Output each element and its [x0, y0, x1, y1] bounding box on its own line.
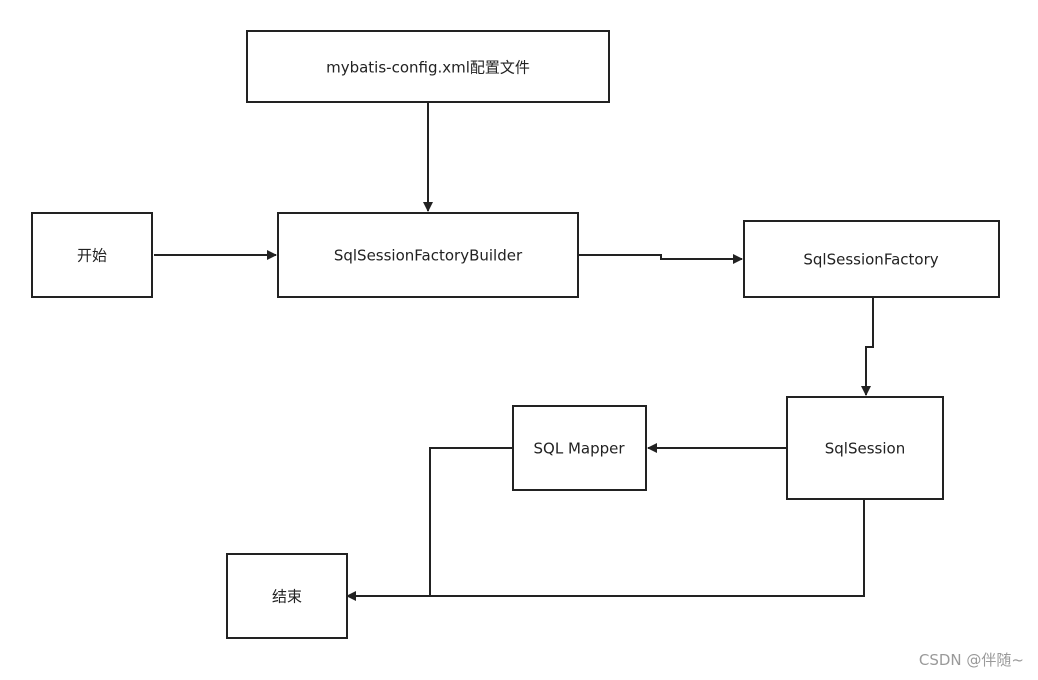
edge-builder-to-factory — [579, 254, 743, 264]
node-builder-box — [277, 212, 579, 298]
node-builder: SqlSessionFactoryBuilder — [277, 212, 579, 298]
node-start: 开始 — [31, 212, 153, 298]
edge-factory-to-session — [861, 297, 874, 396]
node-config: mybatis-config.xml配置文件 — [246, 30, 610, 103]
edge-mapper-to-end — [429, 447, 513, 596]
node-end-box — [226, 553, 348, 639]
node-mapper-label: SQL Mapper — [533, 440, 625, 458]
node-session-box — [786, 396, 944, 500]
node-factory-box — [743, 220, 1000, 298]
node-end-label: 结束 — [272, 588, 302, 606]
node-end: 结束 — [226, 553, 348, 639]
node-mapper-box — [512, 405, 647, 491]
connectors — [154, 103, 874, 601]
watermark-text: CSDN @伴随~ — [918, 651, 1024, 669]
node-factory: SqlSessionFactory — [743, 220, 1000, 298]
node-start-label: 开始 — [77, 247, 107, 265]
node-factory-label: SqlSessionFactory — [803, 251, 938, 269]
node-config-label: mybatis-config.xml配置文件 — [326, 59, 530, 77]
edge-session-to-end — [346, 499, 865, 601]
node-session-label: SqlSession — [825, 440, 905, 458]
node-config-box — [246, 30, 610, 103]
node-builder-label: SqlSessionFactoryBuilder — [334, 247, 523, 265]
node-mapper: SQL Mapper — [512, 405, 647, 491]
node-start-box — [31, 212, 153, 298]
node-session: SqlSession — [786, 396, 944, 500]
